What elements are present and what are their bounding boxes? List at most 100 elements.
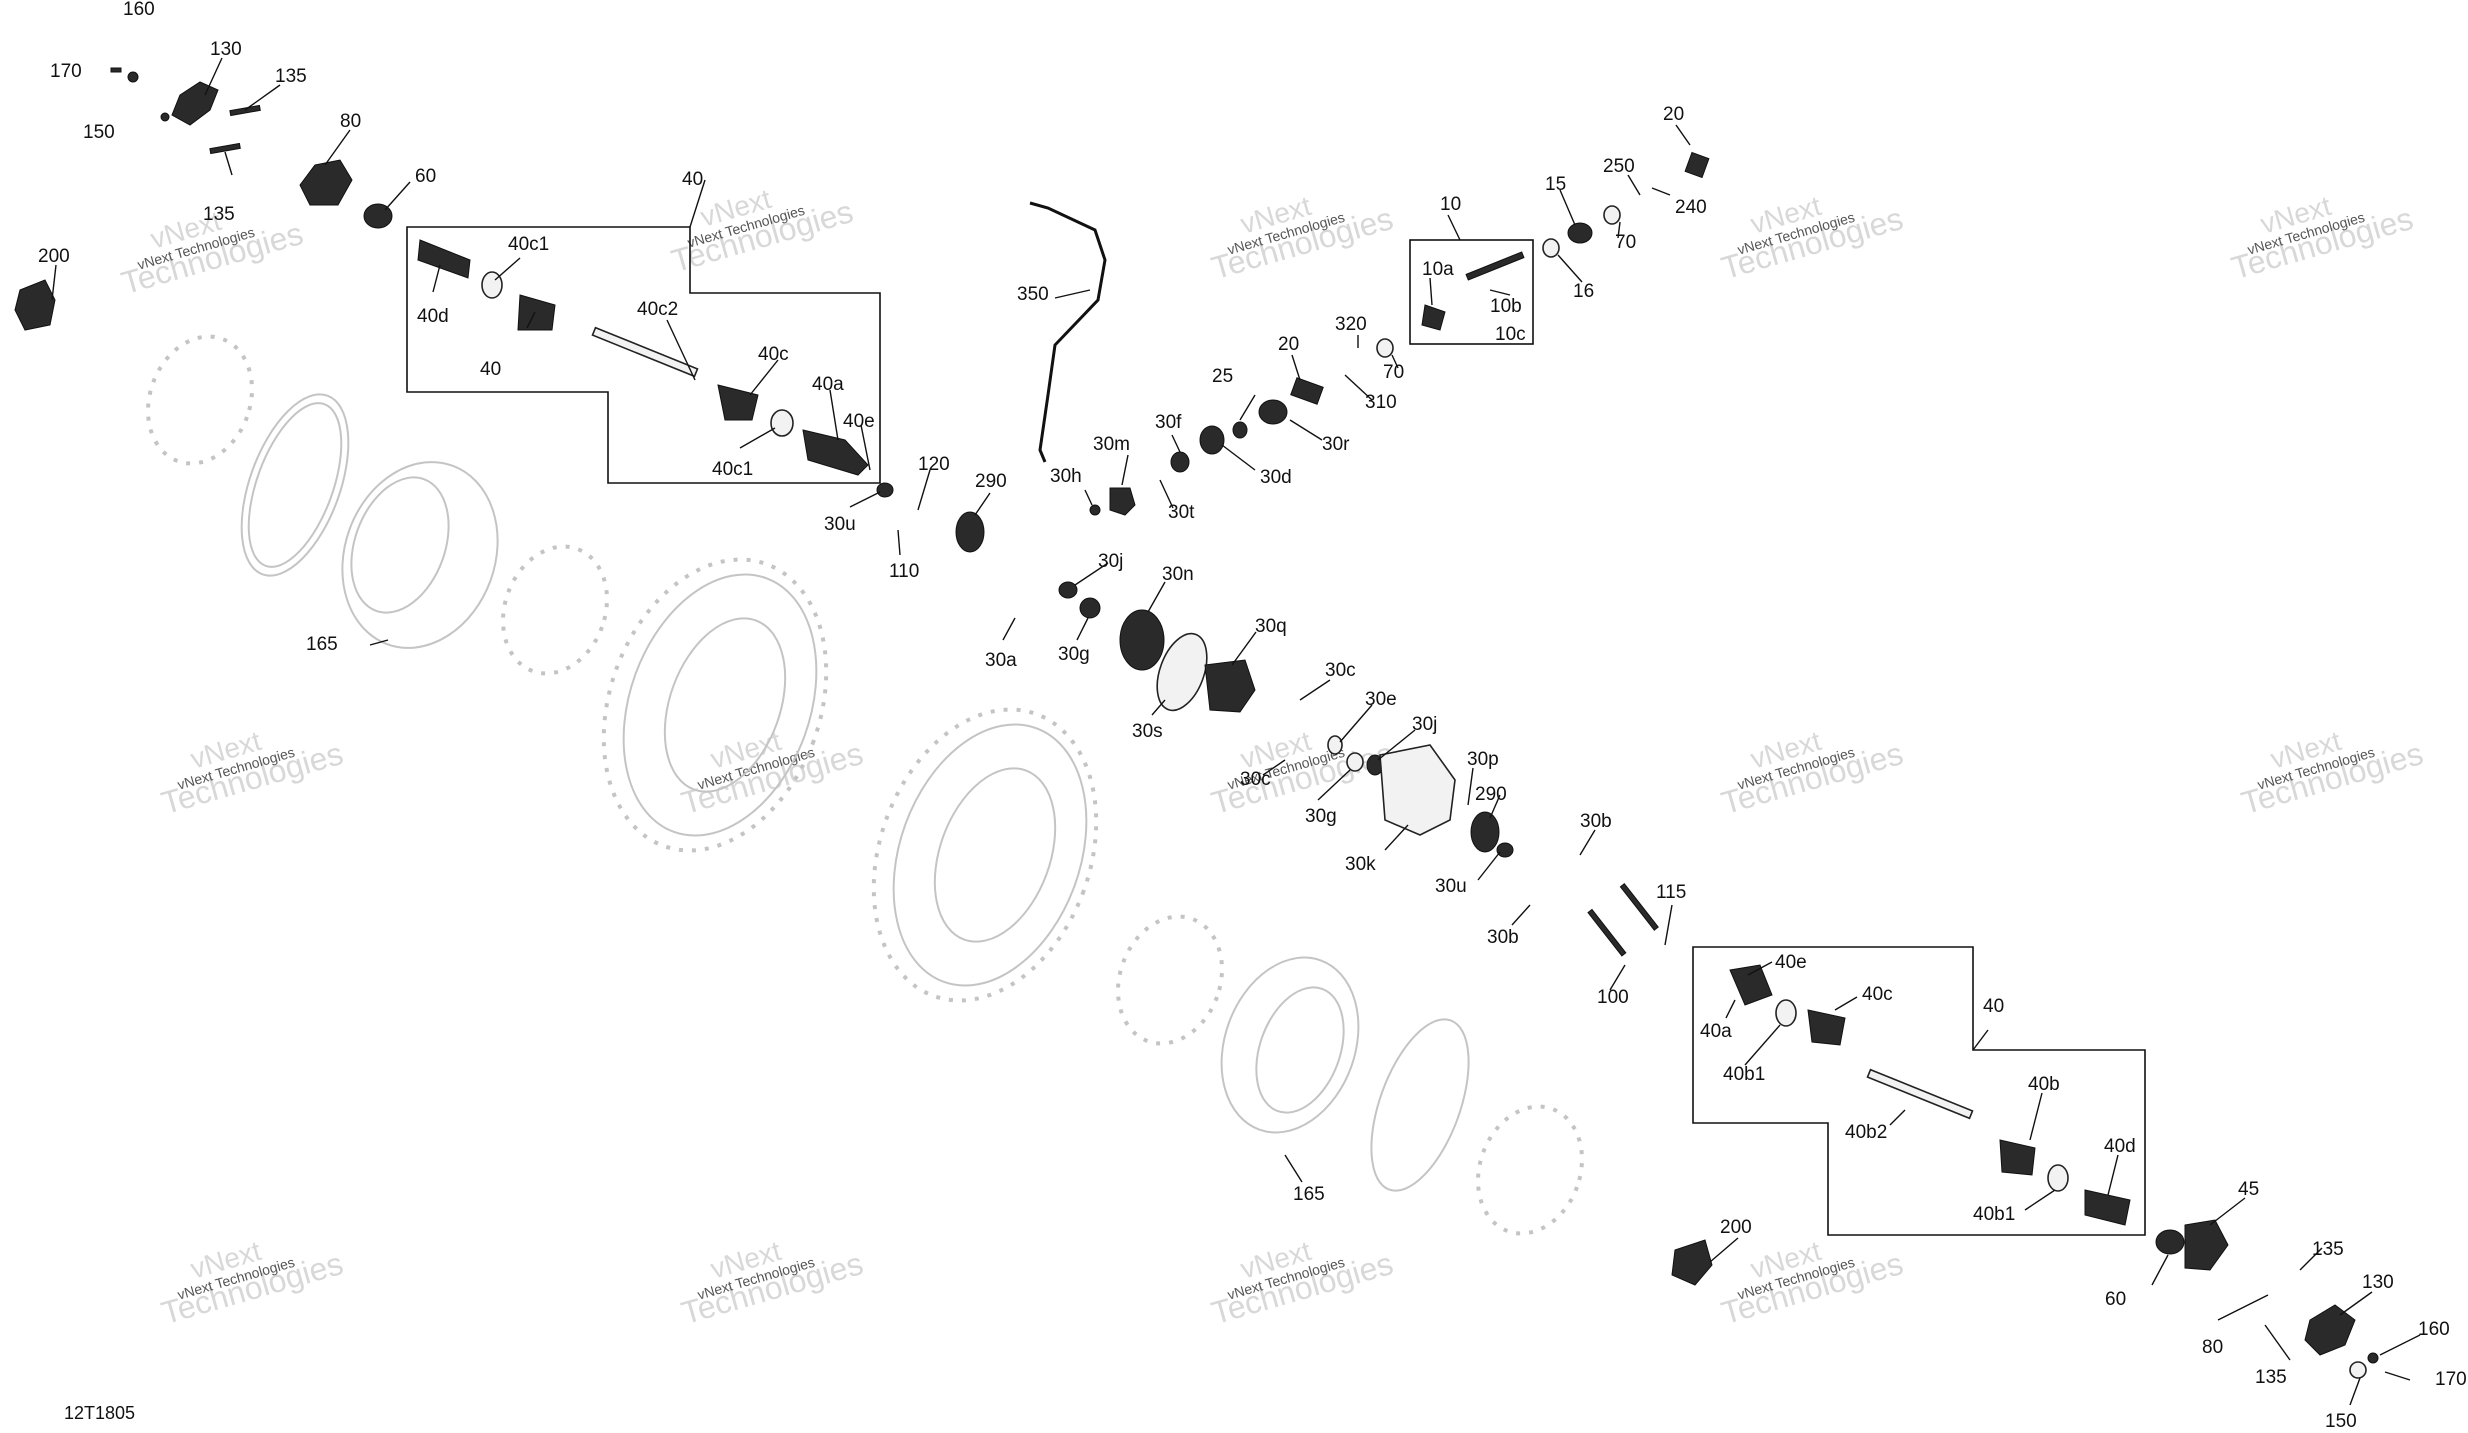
leader — [1477, 851, 1501, 881]
leader — [1744, 1024, 1781, 1066]
leader — [1262, 759, 1286, 776]
wheel-rim-lower — [1220, 956, 1360, 1134]
group-box-10 — [1409, 239, 1534, 345]
callout-label: 25 — [1212, 366, 1233, 387]
leader — [369, 639, 389, 646]
bearing-15 — [1567, 222, 1593, 244]
gear-30m — [1109, 487, 1136, 516]
leader — [244, 84, 281, 111]
callout-label: 350 — [1017, 284, 1049, 305]
leader — [1651, 187, 1671, 196]
leader — [432, 264, 441, 293]
leader — [494, 257, 521, 281]
nut-160-upper — [127, 71, 139, 83]
callout-label: 130 — [2362, 1272, 2394, 1293]
clamp-40b1-lower-a — [1775, 999, 1797, 1027]
leader — [1121, 454, 1129, 486]
callout-label: 30u — [824, 514, 856, 535]
shaft-joint-40d-upper — [417, 239, 471, 279]
sleeve-20-mid — [1290, 377, 1324, 405]
callout-label: 30g — [1058, 644, 1090, 665]
wheel-rim-lower-inner — [1255, 986, 1345, 1114]
callout-label: 20 — [1663, 104, 1684, 125]
leader — [1159, 479, 1174, 509]
leader — [689, 179, 706, 228]
callout-label: 115 — [1656, 882, 1686, 903]
o-ring-30s — [1156, 632, 1208, 712]
callout-label: 60 — [415, 166, 436, 187]
tire-upper-inner — [663, 617, 787, 793]
nut-160-lower — [2367, 1352, 2379, 1364]
callout-label: 40c — [1862, 984, 1893, 1005]
leader — [860, 424, 871, 471]
callout-label: 40d — [417, 306, 449, 327]
callout-label: 20 — [1278, 334, 1299, 355]
boot-40c-lower — [1807, 1009, 1846, 1046]
callout-label: 70 — [1615, 232, 1636, 253]
leader — [1972, 1029, 1989, 1051]
leader — [1344, 374, 1373, 401]
callout-label: 30g — [1305, 806, 1337, 827]
callout-label: 30c — [1240, 769, 1271, 790]
leader — [1054, 289, 1091, 299]
leader — [224, 151, 233, 176]
callout-label: 40e — [1775, 952, 1807, 973]
wheel-rim-upper-inner — [350, 476, 450, 614]
watermark: vNext Technologies vNext Technologies — [1207, 190, 1396, 286]
leader — [2029, 1092, 2043, 1141]
callout-label: 30r — [1322, 434, 1350, 455]
callout-label: 135 — [275, 66, 307, 87]
callout-label: 40b — [2028, 1074, 2060, 1095]
leader — [2349, 1377, 2361, 1406]
callout-label: 40c2 — [637, 299, 678, 320]
tire-lower — [892, 723, 1088, 987]
leader — [1834, 996, 1858, 1011]
rim-ring-lower — [1370, 1018, 1470, 1192]
leader — [1289, 419, 1323, 441]
leader — [1377, 729, 1416, 761]
leader — [1002, 617, 1016, 641]
callout-label: 30h — [1050, 466, 1082, 487]
lug-circle-2 — [501, 544, 609, 676]
ghost-wheel-assemblies — [146, 334, 1584, 1236]
watermark: vNext Technologies vNext Technologies — [157, 1235, 346, 1331]
knuckle-80-upper — [299, 159, 353, 206]
leader — [51, 264, 57, 301]
leader — [666, 319, 696, 381]
leader — [1171, 434, 1181, 453]
leader — [1467, 767, 1474, 806]
leader — [1709, 1237, 1739, 1263]
callout-label: 10a — [1422, 259, 1454, 280]
callout-label: 10b — [1490, 296, 1522, 317]
leader — [849, 491, 881, 508]
callout-label: 45 — [2238, 1179, 2259, 1200]
callout-label: 165 — [1293, 1184, 1325, 1205]
callout-label: 200 — [38, 246, 70, 267]
leader — [749, 359, 779, 396]
callout-label: 170 — [50, 61, 82, 82]
leader — [974, 492, 991, 516]
callout-label: 250 — [1603, 156, 1635, 177]
callout-label: 40b2 — [1845, 1122, 1887, 1143]
callout-label: 30e — [1365, 689, 1397, 710]
leader — [1511, 904, 1531, 926]
actuator-10a — [1421, 304, 1446, 331]
leader — [1074, 562, 1109, 586]
callout-label: 10c — [1495, 324, 1526, 345]
leader — [1609, 964, 1626, 991]
callout-label: 30d — [1260, 467, 1292, 488]
nut-30h — [1089, 504, 1101, 516]
bearing-30g-lower — [1346, 752, 1364, 772]
callout-label: 80 — [340, 111, 361, 132]
caliper-200-lower — [1671, 1239, 1713, 1286]
rod-10b — [1465, 251, 1525, 281]
callout-label: 30m — [1093, 434, 1130, 455]
stud-135-upper-a — [229, 104, 261, 117]
washer-70-a — [1603, 205, 1621, 225]
boot-40b-lower — [1999, 1139, 2036, 1176]
callout-label: 30t — [1168, 502, 1195, 523]
seal-290-upper — [955, 511, 985, 553]
leader — [1291, 354, 1301, 381]
watermark: vNext Technologies vNext Technologies — [1717, 190, 1906, 286]
